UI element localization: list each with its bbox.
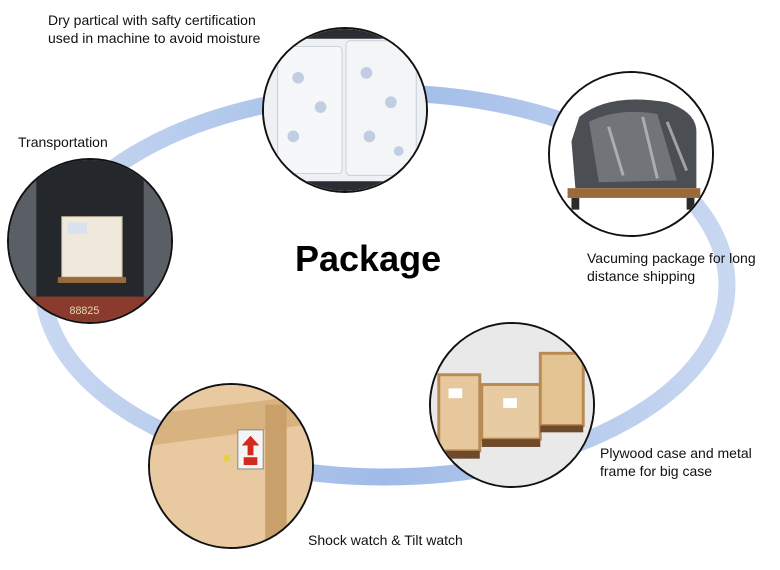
vacuum-image <box>550 73 712 235</box>
desiccant-photo <box>262 27 428 193</box>
vacuum-photo <box>548 71 714 237</box>
diagram-title: Package <box>295 238 442 279</box>
container-image: 88825 <box>9 160 171 322</box>
plywood-photo <box>429 322 595 488</box>
caption-shock-watch: Shock watch & Tilt watch <box>308 532 463 548</box>
shock-watch-image <box>150 385 312 547</box>
caption-dry-particle: Dry partical with safty certification us… <box>48 12 261 46</box>
shock-watch-photo <box>148 383 314 549</box>
desiccant-image <box>264 29 426 191</box>
caption-vacuum: Vacuming package for long distance shipp… <box>587 250 756 284</box>
caption-plywood: Plywood case and metal frame for big cas… <box>600 445 752 479</box>
svg-text:88825: 88825 <box>70 305 100 317</box>
plywood-image <box>431 324 593 486</box>
container-photo: 88825 <box>7 158 173 324</box>
caption-transportation: Transportation <box>18 134 108 150</box>
